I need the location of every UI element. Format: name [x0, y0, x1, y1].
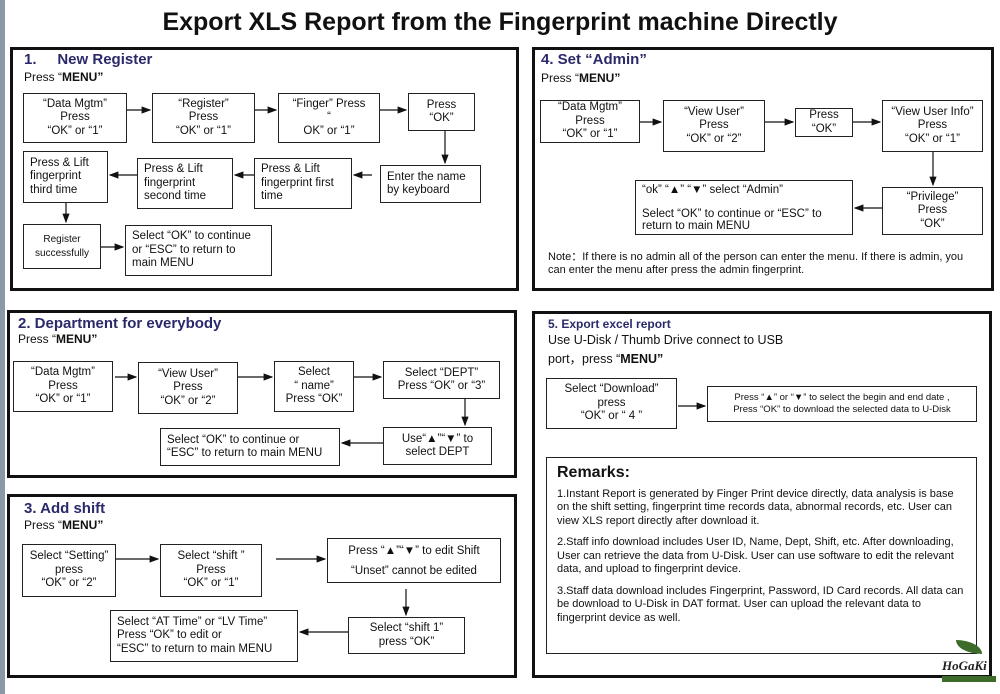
press-menu: Press “MENU” [24, 70, 103, 84]
section-set-admin [532, 47, 994, 291]
step-box: Press “OK” [795, 108, 853, 137]
page-title: Export XLS Report from the Fingerprint m… [162, 8, 838, 36]
press-menu: port，press “MENU” [548, 348, 663, 367]
section-add-shift [7, 494, 517, 678]
step-box: “ok” “▲” “▼” select “Admin” Select “OK” … [635, 180, 853, 235]
step-box: “Data Mgtm” Press “OK” or “1” [13, 361, 113, 412]
menu-label: MENU” [62, 70, 104, 84]
step-box: “Register” Press “OK” or “1” [152, 93, 255, 143]
step-box: “Data Mgtm” Press “OK” or “1” [540, 100, 640, 143]
step-box: Press & Lift fingerprint third time [23, 151, 108, 203]
remarks-box: Remarks: 1.Instant Report is generated b… [546, 457, 977, 654]
section-title: 5. Export excel report [548, 317, 671, 331]
logo-text: HoGaKi [942, 658, 987, 673]
remark-item: 3.Staff data download includes Fingerpri… [557, 584, 964, 624]
section-export-report [532, 311, 992, 678]
step-box: Press “OK” [408, 93, 475, 131]
leaf-icon [956, 640, 982, 654]
menu-label: MENU” [620, 352, 664, 366]
section-title: 4. Set “Admin” [541, 51, 647, 68]
section-title: 2. Department for everybody [18, 315, 222, 332]
remark-item: 2.Staff info download includes User ID, … [557, 536, 954, 575]
step-box: “Finger” Press “ OK” or “1” [278, 93, 380, 143]
step-box: Register successfully [23, 224, 101, 269]
admin-note: Note：If there is no admin all of the per… [548, 251, 964, 276]
section-title: 1. New Register [24, 51, 153, 68]
step-box: Press & Lift fingerprint first time [254, 158, 352, 209]
step-box: “Data Mgtm” Press “OK” or “1” [23, 93, 127, 143]
hogaki-logo: HoGaKi [940, 638, 998, 692]
step-box: Select “ name” Press “OK” [274, 361, 354, 412]
press-menu: Press “MENU” [18, 332, 97, 346]
section-new-register [10, 47, 519, 291]
step-box: Select “Download” press “OK” or “ 4 ” [546, 378, 677, 429]
left-edge [0, 0, 5, 694]
step-box: “Privilege” Press “OK” [882, 187, 983, 235]
press-label: Press “ [24, 70, 63, 84]
step-box: Enter the name by keyboard [380, 165, 481, 203]
step-box: Select “OK” to continue or “ESC” to retu… [125, 225, 272, 276]
remark-item: 1.Instant Report is generated by Finger … [557, 487, 954, 527]
remarks-title: Remarks: [557, 464, 630, 481]
step-box: Select “shift 1” press “OK” [348, 617, 465, 654]
step-box: “View User” Press “OK” or “2” [138, 362, 238, 414]
press-menu: Press “MENU” [541, 71, 620, 85]
step-box: Select “AT Time” or “LV Time” Press “OK”… [110, 610, 298, 662]
menu-label: MENU” [579, 71, 621, 85]
step-box: “View User Info” Press “OK” or “1” [882, 100, 983, 152]
step-box: Press “▲” or “▼” to select the begin and… [707, 386, 977, 422]
logo-tagline-bar [942, 676, 996, 682]
press-menu: Press “MENU” [24, 518, 103, 532]
press-label: Press “ [18, 332, 57, 346]
section-title: 3. Add shift [24, 500, 106, 517]
section-department [7, 310, 517, 478]
step-box: Select “Setting” press “OK” or “2” [22, 544, 116, 597]
step-box: Select “OK” to continue or “ESC” to retu… [160, 428, 340, 466]
press-label: Press “ [541, 71, 580, 85]
press-label: Press “ [24, 518, 63, 532]
press-label: port，press “ [548, 352, 621, 366]
step-box: Select “DEPT” Press “OK” or “3” [383, 361, 500, 399]
menu-label: MENU” [62, 518, 104, 532]
step-box: “View User” Press “OK” or “2” [663, 100, 765, 152]
step-box: Use“▲”“▼” to select DEPT [383, 427, 492, 465]
step-box: Select “shift ” Press “OK” or “1” [160, 544, 262, 597]
step-box: Press & Lift fingerprint second time [137, 158, 233, 209]
export-subtitle: Use U-Disk / Thumb Drive connect to USB [548, 333, 784, 347]
menu-label: MENU” [56, 332, 98, 346]
step-box: Press “▲”“▼” to edit Shift “Unset” canno… [327, 538, 501, 583]
